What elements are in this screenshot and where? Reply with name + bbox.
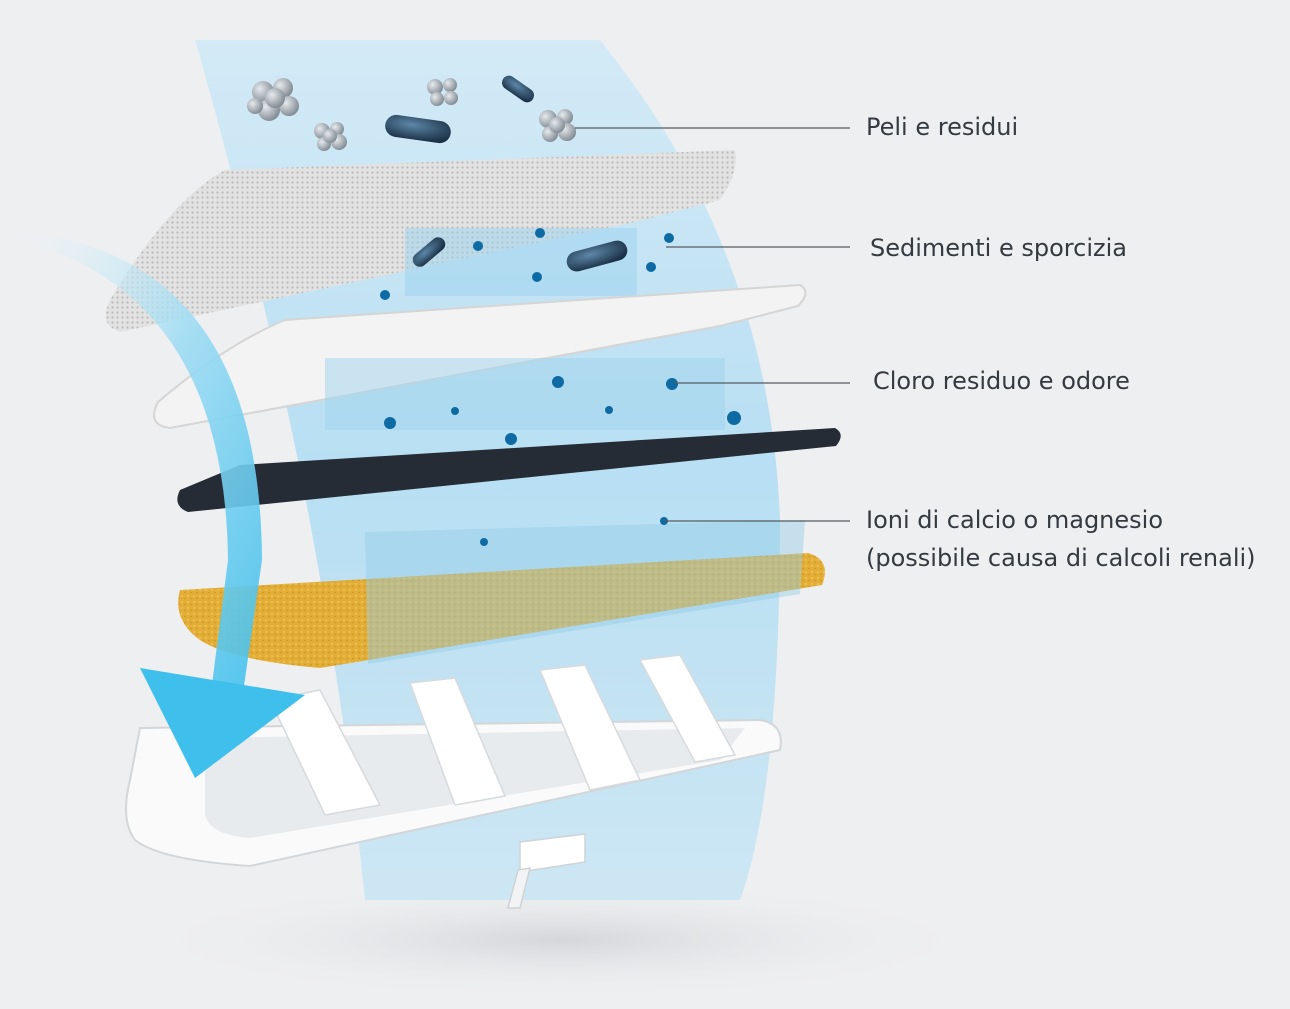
label-sediment-dirt: Sedimenti e sporcizia (870, 229, 1127, 267)
particle-dot-icon (605, 406, 613, 414)
debris-cluster-icon (247, 78, 576, 151)
bacteria-icon (412, 237, 628, 272)
particle-dot-icon (480, 538, 488, 546)
particle-dot-icon (473, 241, 483, 251)
flow-arrow-icon (20, 232, 305, 778)
floor-shadow (130, 880, 990, 1000)
particles (380, 228, 741, 546)
water-window-3 (365, 520, 805, 664)
particle-dot-icon (380, 290, 390, 300)
particle-dot-icon (532, 272, 542, 282)
bacteria-icon (385, 75, 535, 144)
particle-dot-icon (666, 378, 678, 390)
label-calcium-magnesium: Ioni di calcio o magnesio (possibile cau… (866, 501, 1256, 577)
carbon-filter-layer (177, 428, 841, 512)
label-chlorine-odor: Cloro residuo e odore (873, 362, 1130, 400)
particle-dot-icon (646, 262, 656, 272)
water-window-2 (325, 358, 725, 430)
base-tray (125, 654, 782, 909)
leader-lines (575, 127, 850, 522)
label-line: Cloro residuo e odore (873, 367, 1130, 395)
label-line: Ioni di calcio o magnesio (866, 506, 1164, 534)
particle-dot-icon (535, 228, 545, 238)
particle-dot-icon (505, 433, 517, 445)
label-line: (possibile causa di calcoli renali) (866, 544, 1256, 572)
label-line: Sedimenti e sporcizia (870, 234, 1127, 262)
resin-filter-layer (178, 553, 825, 668)
label-line: Peli e residui (866, 113, 1019, 141)
label-hair-residue: Peli e residui (866, 108, 1018, 146)
particle-dot-icon (552, 376, 564, 388)
particle-dot-icon (451, 407, 459, 415)
particle-dot-icon (727, 411, 741, 425)
particle-dot-icon (384, 417, 396, 429)
cotton-filter-layer (153, 283, 807, 430)
particle-dot-icon (664, 233, 674, 243)
